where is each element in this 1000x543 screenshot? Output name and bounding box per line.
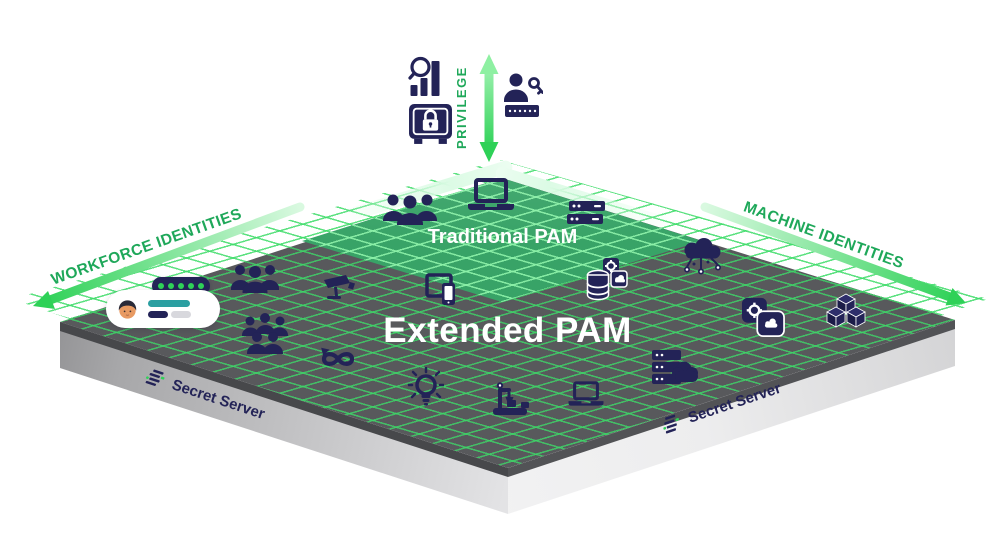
secret-server-brand-left: Secret Server	[143, 365, 268, 425]
database-services-icon	[586, 258, 632, 304]
secret-server-logo-icon	[663, 414, 679, 434]
laptop-icon	[567, 381, 605, 409]
robot-arm-icon	[492, 382, 532, 416]
users-group-icon	[382, 190, 438, 228]
password-dot	[188, 283, 194, 289]
password-dot	[158, 283, 164, 289]
machine-arrow	[700, 202, 966, 306]
users-group-icon	[230, 261, 280, 297]
extended-pam-label: Extended PAM	[383, 311, 632, 350]
traditional-pam-label: Traditional PAM	[427, 226, 578, 248]
safe-icon	[408, 103, 453, 146]
user-key-icon	[501, 72, 543, 122]
devops-infinity-icon	[313, 345, 363, 373]
lightbulb-icon	[408, 367, 444, 409]
secret-server-logo-icon	[145, 369, 165, 386]
laptop-icon	[466, 178, 516, 214]
cloud-gear-icon	[741, 296, 785, 338]
privilege-arrow	[479, 54, 499, 162]
user-avatar	[118, 299, 137, 319]
server-stack-icon	[566, 200, 606, 226]
credential-bar-navy	[148, 311, 168, 318]
cloud-server-icon	[651, 349, 699, 387]
password-dot	[168, 283, 174, 289]
workforce-identity-card	[106, 290, 220, 328]
password-dot	[178, 283, 184, 289]
iot-cloud-icon	[675, 237, 727, 279]
credential-bars	[148, 300, 191, 318]
workforce-arrow	[33, 202, 305, 309]
tablet-phone-icon	[425, 273, 461, 307]
cubes-icon	[823, 293, 869, 333]
privilege-axis-label: PRIVILEGE	[454, 66, 469, 150]
chart-magnifier-icon	[408, 55, 451, 99]
password-dot	[198, 283, 204, 289]
credential-bar-teal	[148, 300, 190, 307]
users-crowd-icon	[240, 313, 290, 357]
secret-server-brand-right: Secret Server	[659, 377, 784, 437]
credential-bar-gray	[171, 311, 191, 318]
cctv-camera-icon	[322, 272, 356, 302]
